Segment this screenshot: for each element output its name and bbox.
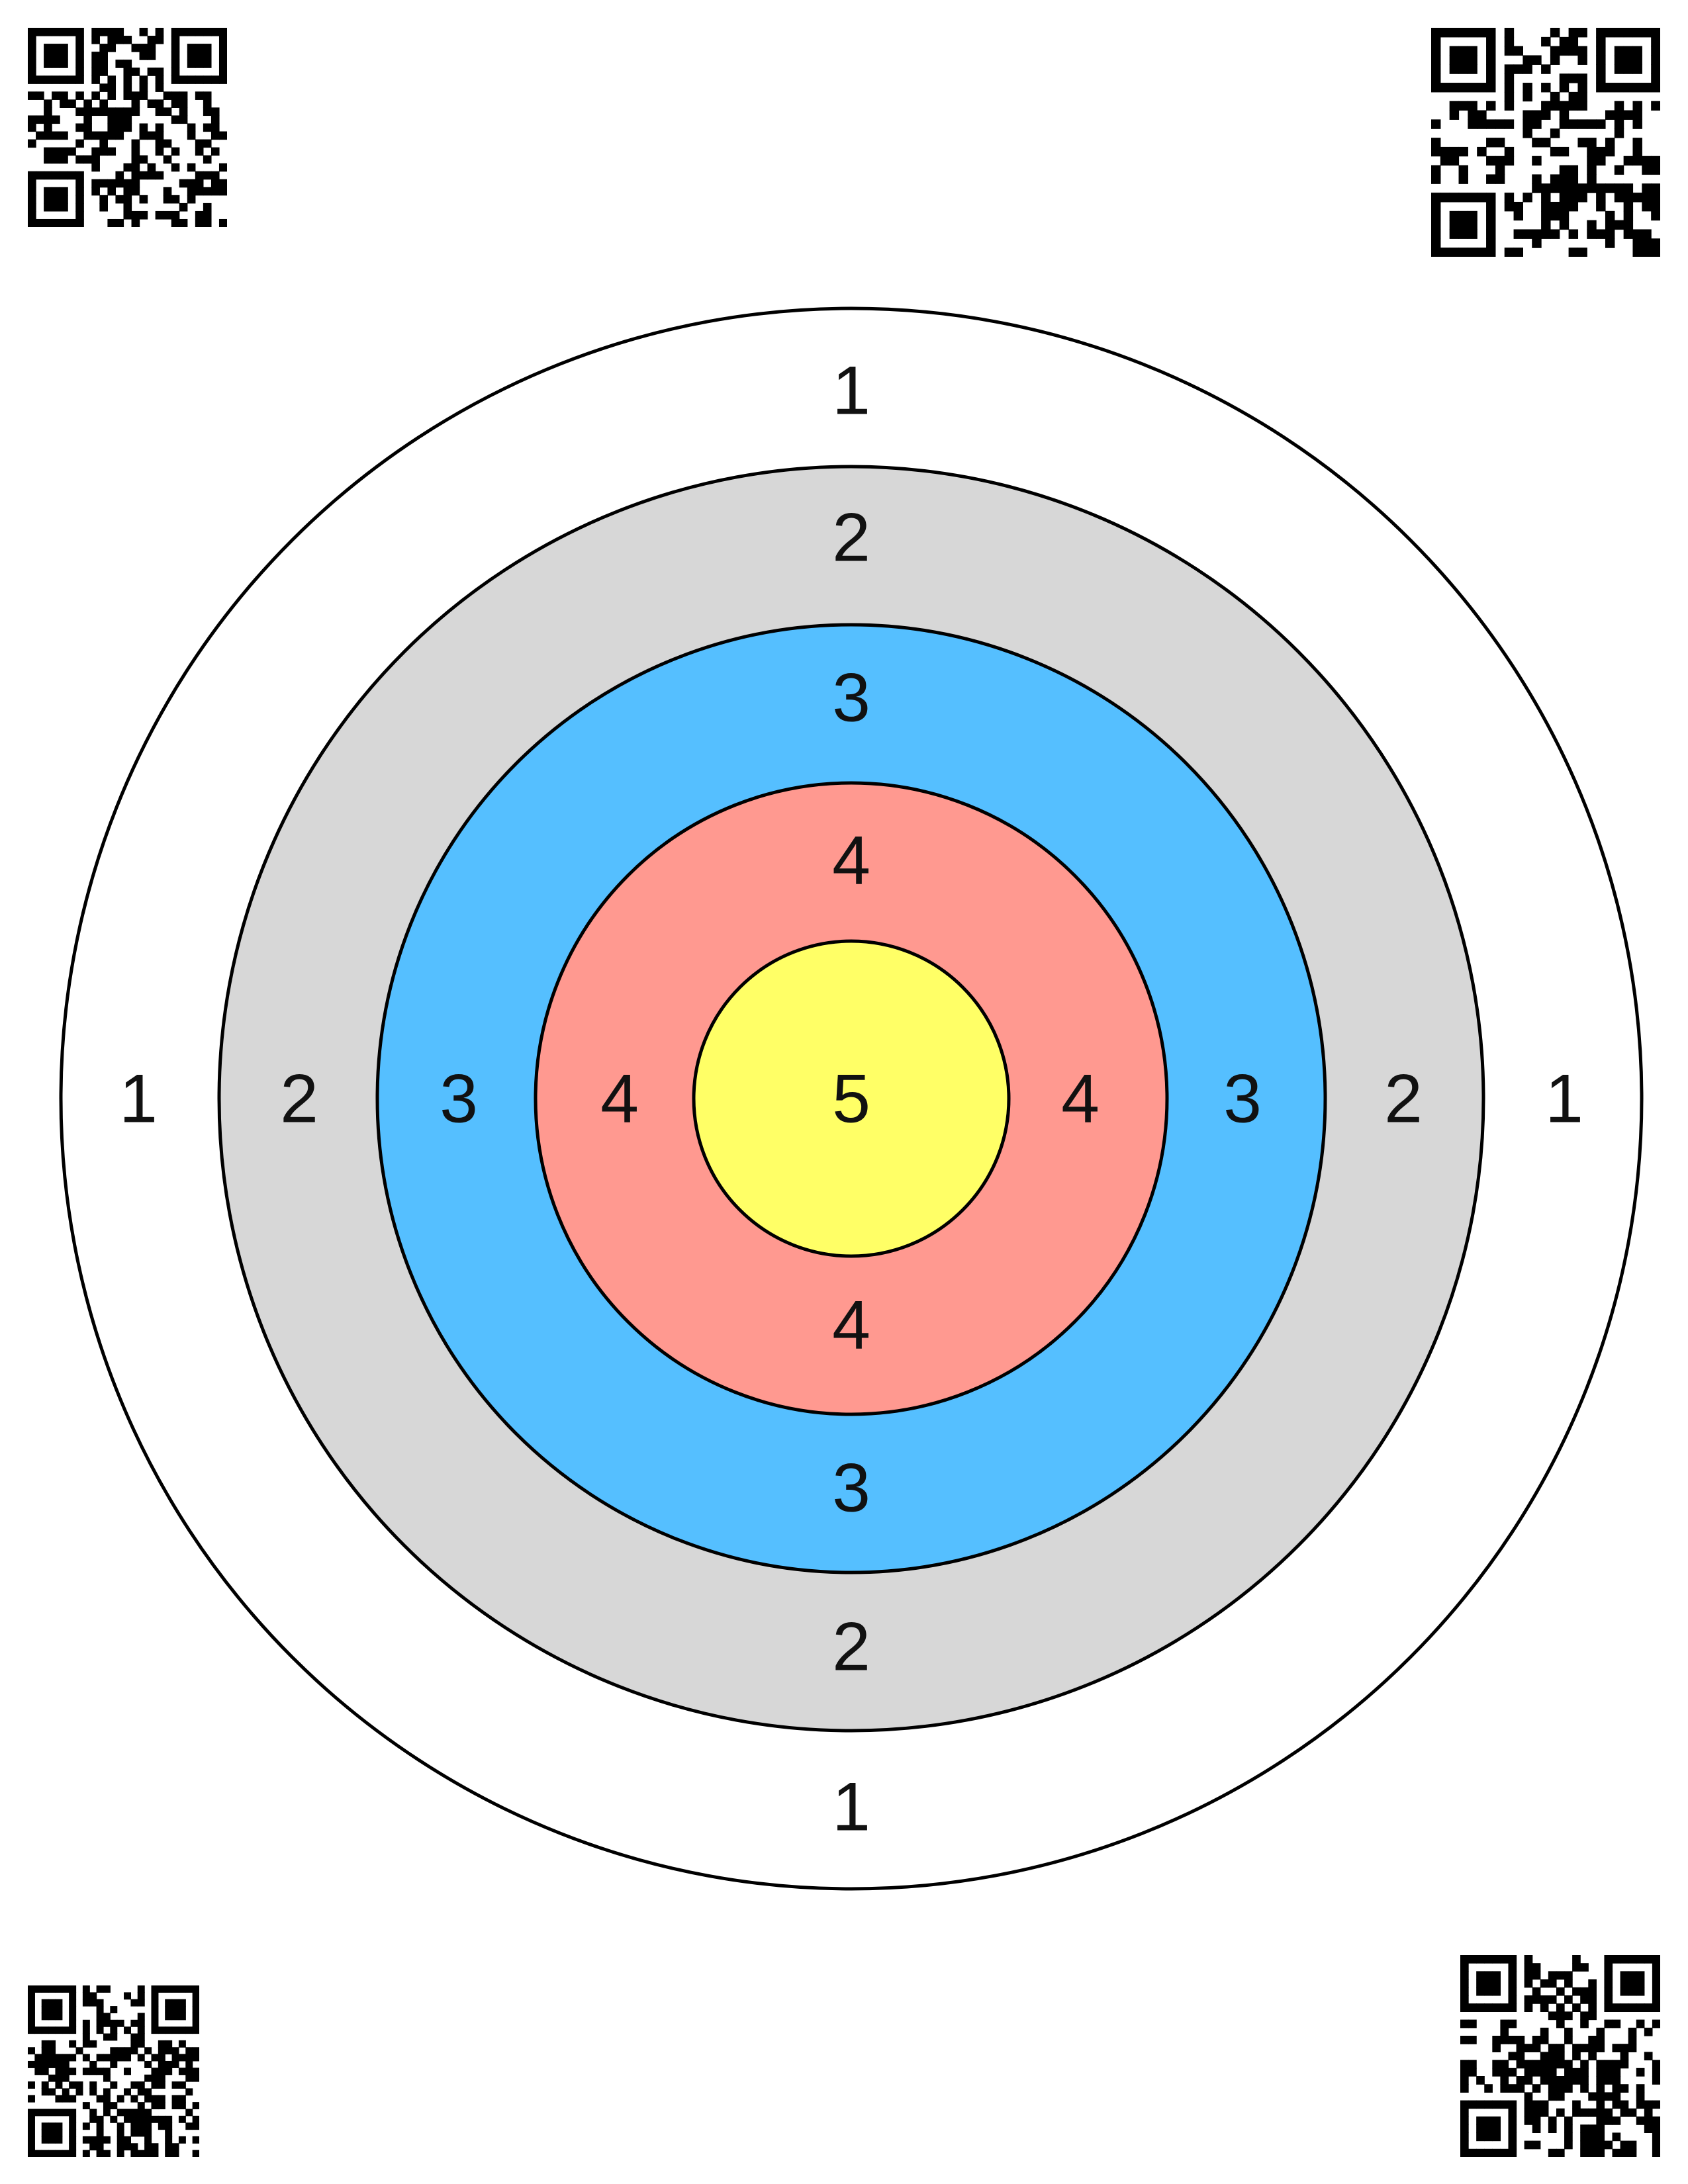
qr-code-top-right-icon — [1431, 28, 1660, 257]
ring-3-label-top: 3 — [832, 659, 870, 736]
ring-4-label-right: 4 — [1061, 1060, 1100, 1137]
ring-4-label-top: 4 — [832, 822, 870, 899]
ring-2-label-left: 2 — [280, 1060, 318, 1137]
ring-5-label-center: 5 — [832, 1060, 870, 1137]
qr-code-icon — [28, 28, 227, 227]
qr-code-icon — [28, 1985, 199, 2157]
ring-1-label-right: 1 — [1545, 1060, 1583, 1137]
ring-2-label-bottom: 2 — [832, 1608, 870, 1685]
ring-2-label-top: 2 — [832, 499, 870, 576]
ring-1-label-left: 1 — [119, 1060, 158, 1137]
ring-1-label-top: 1 — [832, 352, 870, 429]
ring-3-label-bottom: 3 — [832, 1449, 870, 1526]
qr-code-bottom-left-icon — [28, 1985, 199, 2157]
qr-code-bottom-right-icon — [1460, 1955, 1660, 2157]
ring-2-label-right: 2 — [1384, 1060, 1423, 1137]
ring-3-label-left: 3 — [440, 1060, 478, 1137]
ring-1-label-bottom: 1 — [832, 1768, 870, 1845]
qr-code-top-left-icon — [28, 28, 227, 227]
ring-4-label-bottom: 4 — [832, 1287, 870, 1363]
qr-code-icon — [1431, 28, 1660, 257]
ring-5 — [692, 939, 1011, 1258]
qr-code-icon — [1460, 1955, 1660, 2157]
ring-4-label-left: 4 — [600, 1060, 639, 1137]
ring-3-label-right: 3 — [1223, 1060, 1262, 1137]
